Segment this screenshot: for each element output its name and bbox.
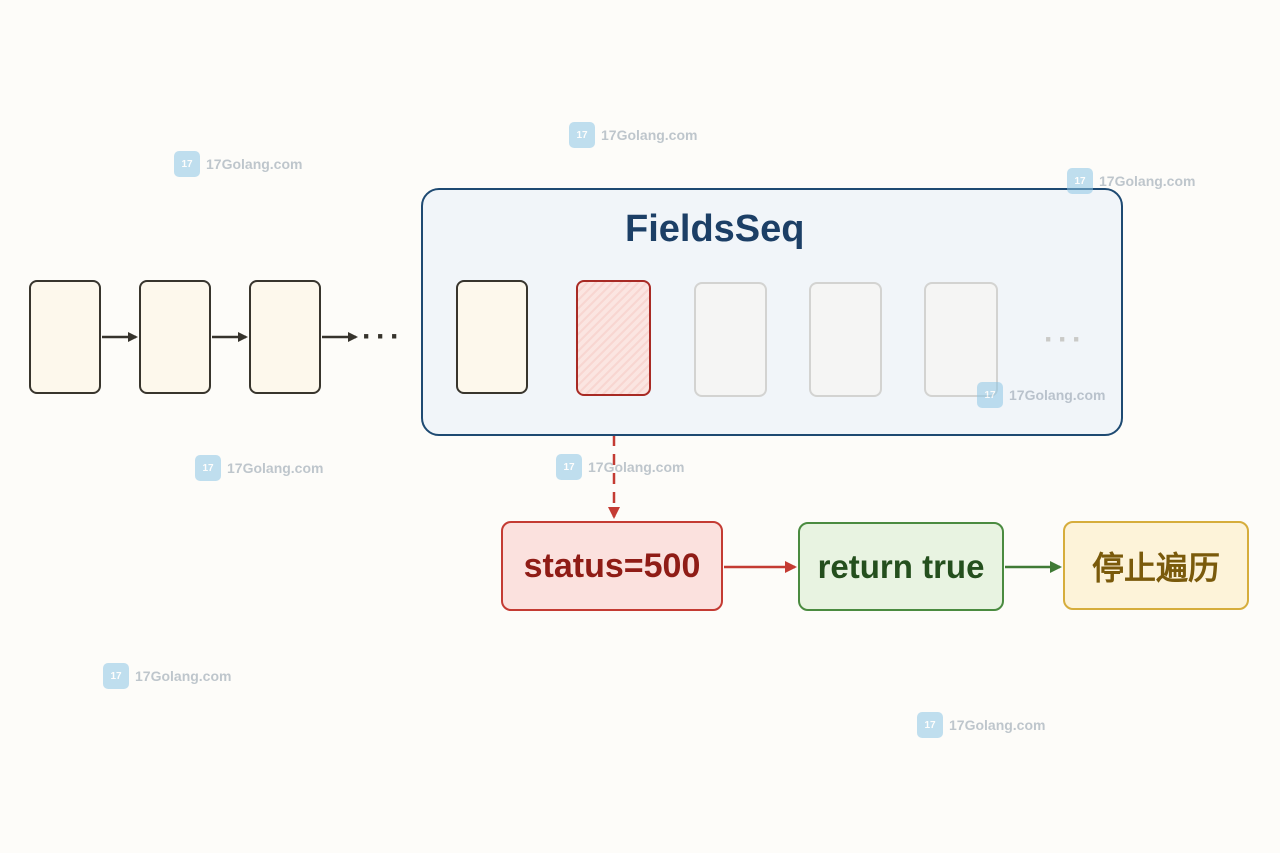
fieldsseq-ellipsis: ···: [1044, 323, 1086, 356]
sequence-node-3: [249, 280, 321, 394]
watermark: 17 17Golang.com: [103, 663, 231, 689]
stop-iteration-label: 停止遍历: [1091, 549, 1220, 586]
fieldsseq-node-skipped-3: [924, 282, 998, 397]
status-500-box: status=500: [501, 521, 723, 611]
watermark: 17 17Golang.com: [569, 122, 697, 148]
watermark: 17 17Golang.com: [556, 454, 684, 480]
watermark-logo-icon: 17: [977, 382, 1003, 408]
watermark-logo-icon: 17: [569, 122, 595, 148]
sequence-node-1: [29, 280, 101, 394]
watermark-logo-icon: 17: [1067, 168, 1093, 194]
fieldsseq-node-visited: [456, 280, 528, 394]
watermark-logo-icon: 17: [917, 712, 943, 738]
watermark-logo-icon: 17: [174, 151, 200, 177]
watermark-text: 17Golang.com: [588, 459, 685, 475]
watermark-text: 17Golang.com: [949, 717, 1046, 733]
fieldsseq-node-skipped-2: [809, 282, 882, 397]
status-500-label: status=500: [523, 546, 701, 585]
watermark-text: 17Golang.com: [135, 668, 232, 684]
return-true-label: return true: [817, 547, 985, 585]
watermark-text: 17Golang.com: [1099, 173, 1196, 189]
watermark: 17 17Golang.com: [1067, 168, 1195, 194]
fieldsseq-title: FieldsSeq: [625, 208, 805, 250]
watermark: 17 17Golang.com: [174, 151, 302, 177]
watermark-text: 17Golang.com: [601, 127, 698, 143]
fieldsseq-container: [421, 188, 1123, 436]
watermark-text: 17Golang.com: [1009, 387, 1106, 403]
stop-iteration-box: 停止遍历: [1063, 521, 1249, 610]
watermark: 17 17Golang.com: [977, 382, 1105, 408]
sequence-node-2: [139, 280, 211, 394]
sequence-ellipsis: ···: [362, 320, 404, 353]
watermark: 17 17Golang.com: [195, 455, 323, 481]
watermark-logo-icon: 17: [103, 663, 129, 689]
watermark-text: 17Golang.com: [206, 156, 303, 172]
watermark: 17 17Golang.com: [917, 712, 1045, 738]
watermark-logo-icon: 17: [195, 455, 221, 481]
fieldsseq-node-current: [576, 280, 651, 396]
watermark-text: 17Golang.com: [227, 460, 324, 476]
return-true-box: return true: [798, 522, 1004, 611]
watermark-logo-icon: 17: [556, 454, 582, 480]
fieldsseq-node-skipped-1: [694, 282, 767, 397]
